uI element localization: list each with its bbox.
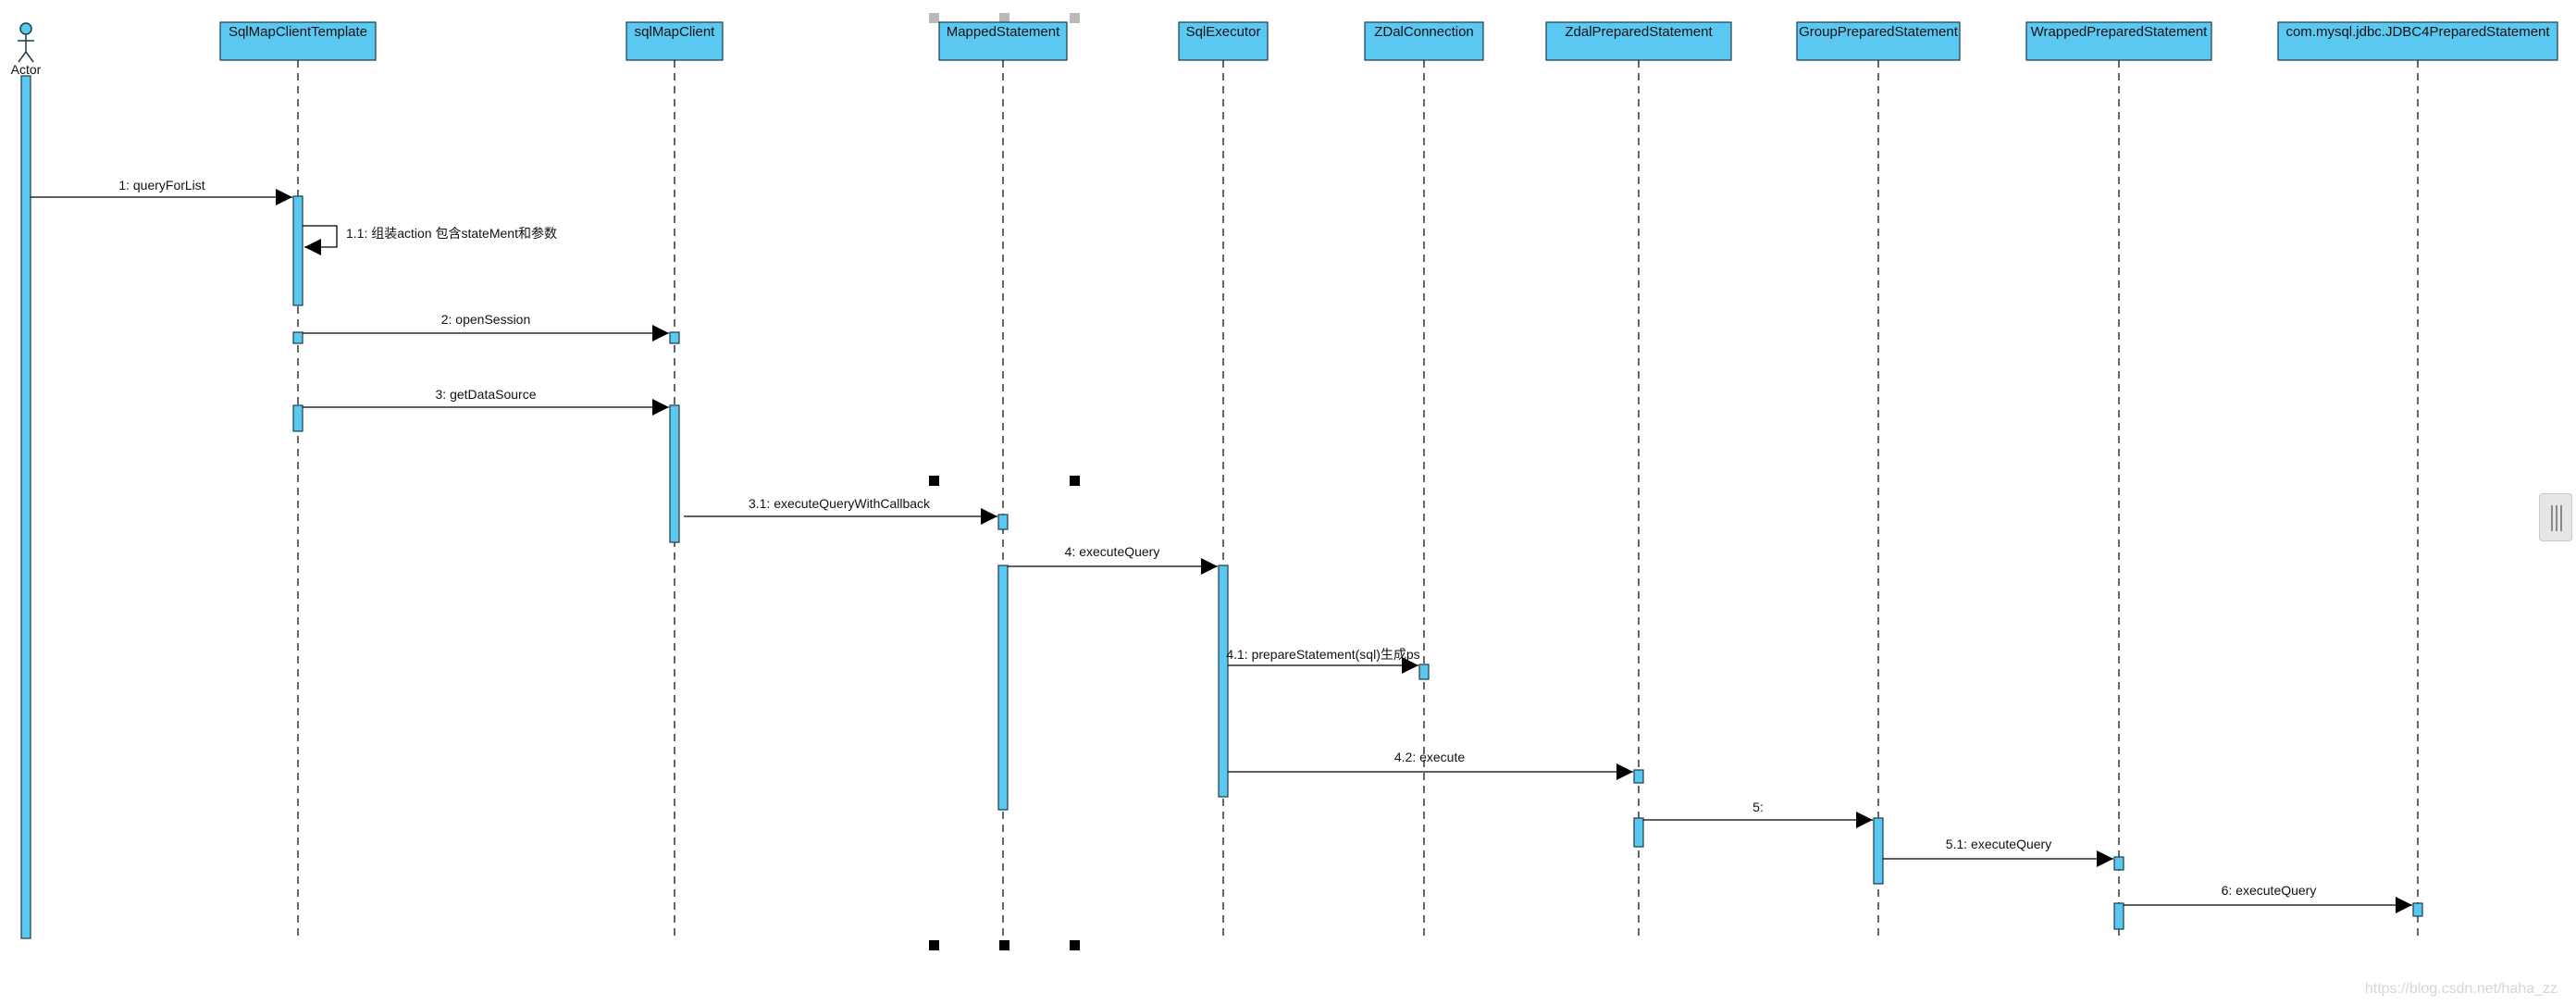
- participant-box[interactable]: [1364, 21, 1484, 61]
- participant-sqlexecutor[interactable]: SqlExecutor: [1178, 21, 1269, 938]
- activations: [292, 195, 2423, 930]
- participant-grouppreparedstatement[interactable]: GroupPreparedStatement: [1796, 21, 1961, 938]
- selection-handle[interactable]: [999, 13, 1009, 23]
- message-label: 4.2: execute: [1394, 750, 1465, 764]
- selection-handle[interactable]: [1070, 476, 1080, 486]
- selection-handle[interactable]: [1070, 13, 1080, 23]
- grip-line: [2551, 505, 2553, 531]
- activation-bar[interactable]: [292, 404, 303, 432]
- selection-handle[interactable]: [929, 940, 939, 950]
- participant-sqlmapclienttemplate[interactable]: SqlMapClientTemplate: [219, 21, 377, 938]
- participant-label: SqlMapClientTemplate: [229, 24, 367, 40]
- participant-label: ZdalPreparedStatement: [1565, 24, 1713, 40]
- actor-leg-right: [25, 51, 34, 63]
- activation-bar[interactable]: [997, 514, 1009, 530]
- participant-label: WrappedPreparedStatement: [2031, 24, 2209, 40]
- participant-zdalpreparedstatement[interactable]: ZdalPreparedStatement: [1545, 21, 1732, 938]
- actor-label: Actor: [11, 62, 42, 77]
- activation-bar[interactable]: [997, 565, 1009, 811]
- message-6-executequery[interactable]: 6: executeQuery: [2124, 883, 2412, 913]
- participant-zdalconnection[interactable]: ZDalConnection: [1364, 21, 1484, 938]
- participant-sqlmapclient[interactable]: sqlMapClient: [625, 21, 724, 938]
- scroll-grip-icon[interactable]: [2539, 493, 2572, 541]
- message-1-queryforlist[interactable]: 1: queryForList: [31, 178, 292, 205]
- message-4-2-execute[interactable]: 4.2: execute: [1228, 750, 1633, 780]
- activation-bar[interactable]: [1418, 664, 1430, 680]
- selection-handle[interactable]: [929, 476, 939, 486]
- message-label: 3.1: executeQueryWithCallback: [749, 496, 931, 511]
- activation-bar[interactable]: [292, 331, 303, 344]
- activation-bar[interactable]: [2412, 902, 2423, 917]
- message-5-1-executequery[interactable]: 5.1: executeQuery: [1883, 837, 2113, 867]
- message-label: 1: queryForList: [118, 178, 204, 192]
- grip-line: [2556, 505, 2557, 531]
- message-4-executequery[interactable]: 4: executeQuery: [1008, 544, 1218, 575]
- message-label: 3: getDataSource: [436, 387, 537, 402]
- participant-wrappedpreparedstatement[interactable]: WrappedPreparedStatement: [2025, 21, 2212, 938]
- message-3-1-executequerywithcallback[interactable]: 3.1: executeQueryWithCallback: [684, 496, 997, 525]
- participant-box[interactable]: [1545, 21, 1732, 61]
- participant-box[interactable]: [219, 21, 377, 61]
- selection-handle[interactable]: [929, 13, 939, 23]
- participant-box[interactable]: [1178, 21, 1269, 61]
- actor-head-icon: [19, 22, 32, 35]
- activation-bar[interactable]: [669, 404, 680, 543]
- message-label: 1.1: 组装action 包含stateMent和参数: [346, 226, 557, 241]
- activation-bar[interactable]: [1873, 817, 1884, 885]
- message-label: 5:: [1752, 800, 1764, 814]
- participant-box[interactable]: [938, 21, 1068, 61]
- message-4-1-preparestatement[interactable]: 4.1: prepareStatement(sql)生成ps: [1226, 647, 1420, 674]
- grip-line: [2560, 505, 2562, 531]
- activation-bar[interactable]: [1218, 565, 1229, 798]
- message-label: 4: executeQuery: [1065, 544, 1160, 559]
- participant-label: com.mysql.jdbc.JDBC4PreparedStatement: [2285, 24, 2550, 40]
- actor[interactable]: Actor: [11, 22, 42, 939]
- message-label: 2: openSession: [441, 312, 531, 327]
- participant-label: GroupPreparedStatement: [1799, 24, 1959, 40]
- message-5[interactable]: 5:: [1643, 800, 1873, 828]
- participant-box[interactable]: [2025, 21, 2212, 61]
- activation-bar[interactable]: [669, 331, 680, 344]
- activation-bar[interactable]: [292, 195, 303, 306]
- message-arrow[interactable]: [303, 225, 338, 255]
- message-label: 5.1: executeQuery: [1946, 837, 2051, 851]
- message-3-getdatasource[interactable]: 3: getDataSource: [303, 387, 669, 416]
- selection-handles: [929, 13, 1080, 950]
- actor-leg-left: [18, 51, 27, 63]
- participant-jdbc4preparedstatement[interactable]: com.mysql.jdbc.JDBC4PreparedStatement: [2277, 21, 2558, 938]
- participant-label: sqlMapClient: [635, 24, 716, 40]
- participant-box[interactable]: [2277, 21, 2558, 61]
- participant-box[interactable]: [1796, 21, 1961, 61]
- activation-bar[interactable]: [1633, 769, 1644, 784]
- message-2-opensession[interactable]: 2: openSession: [303, 312, 669, 341]
- message-label: 6: executeQuery: [2222, 883, 2317, 898]
- selection-handle[interactable]: [1070, 940, 1080, 950]
- message-1-1-self-call[interactable]: 1.1: 组装action 包含stateMent和参数: [303, 225, 557, 255]
- activation-bar[interactable]: [2113, 856, 2124, 871]
- watermark: https://blog.csdn.net/haha_zz: [2364, 981, 2557, 997]
- activation-bar[interactable]: [2113, 902, 2124, 930]
- participant-label: ZDalConnection: [1374, 24, 1474, 40]
- participant-label: MappedStatement: [947, 24, 1060, 40]
- selection-handle[interactable]: [999, 940, 1009, 950]
- participant-label: SqlExecutor: [1186, 24, 1261, 40]
- message-label: 4.1: prepareStatement(sql)生成ps: [1226, 647, 1419, 662]
- actor-activation[interactable]: [20, 75, 31, 939]
- activation-bar[interactable]: [1633, 817, 1644, 848]
